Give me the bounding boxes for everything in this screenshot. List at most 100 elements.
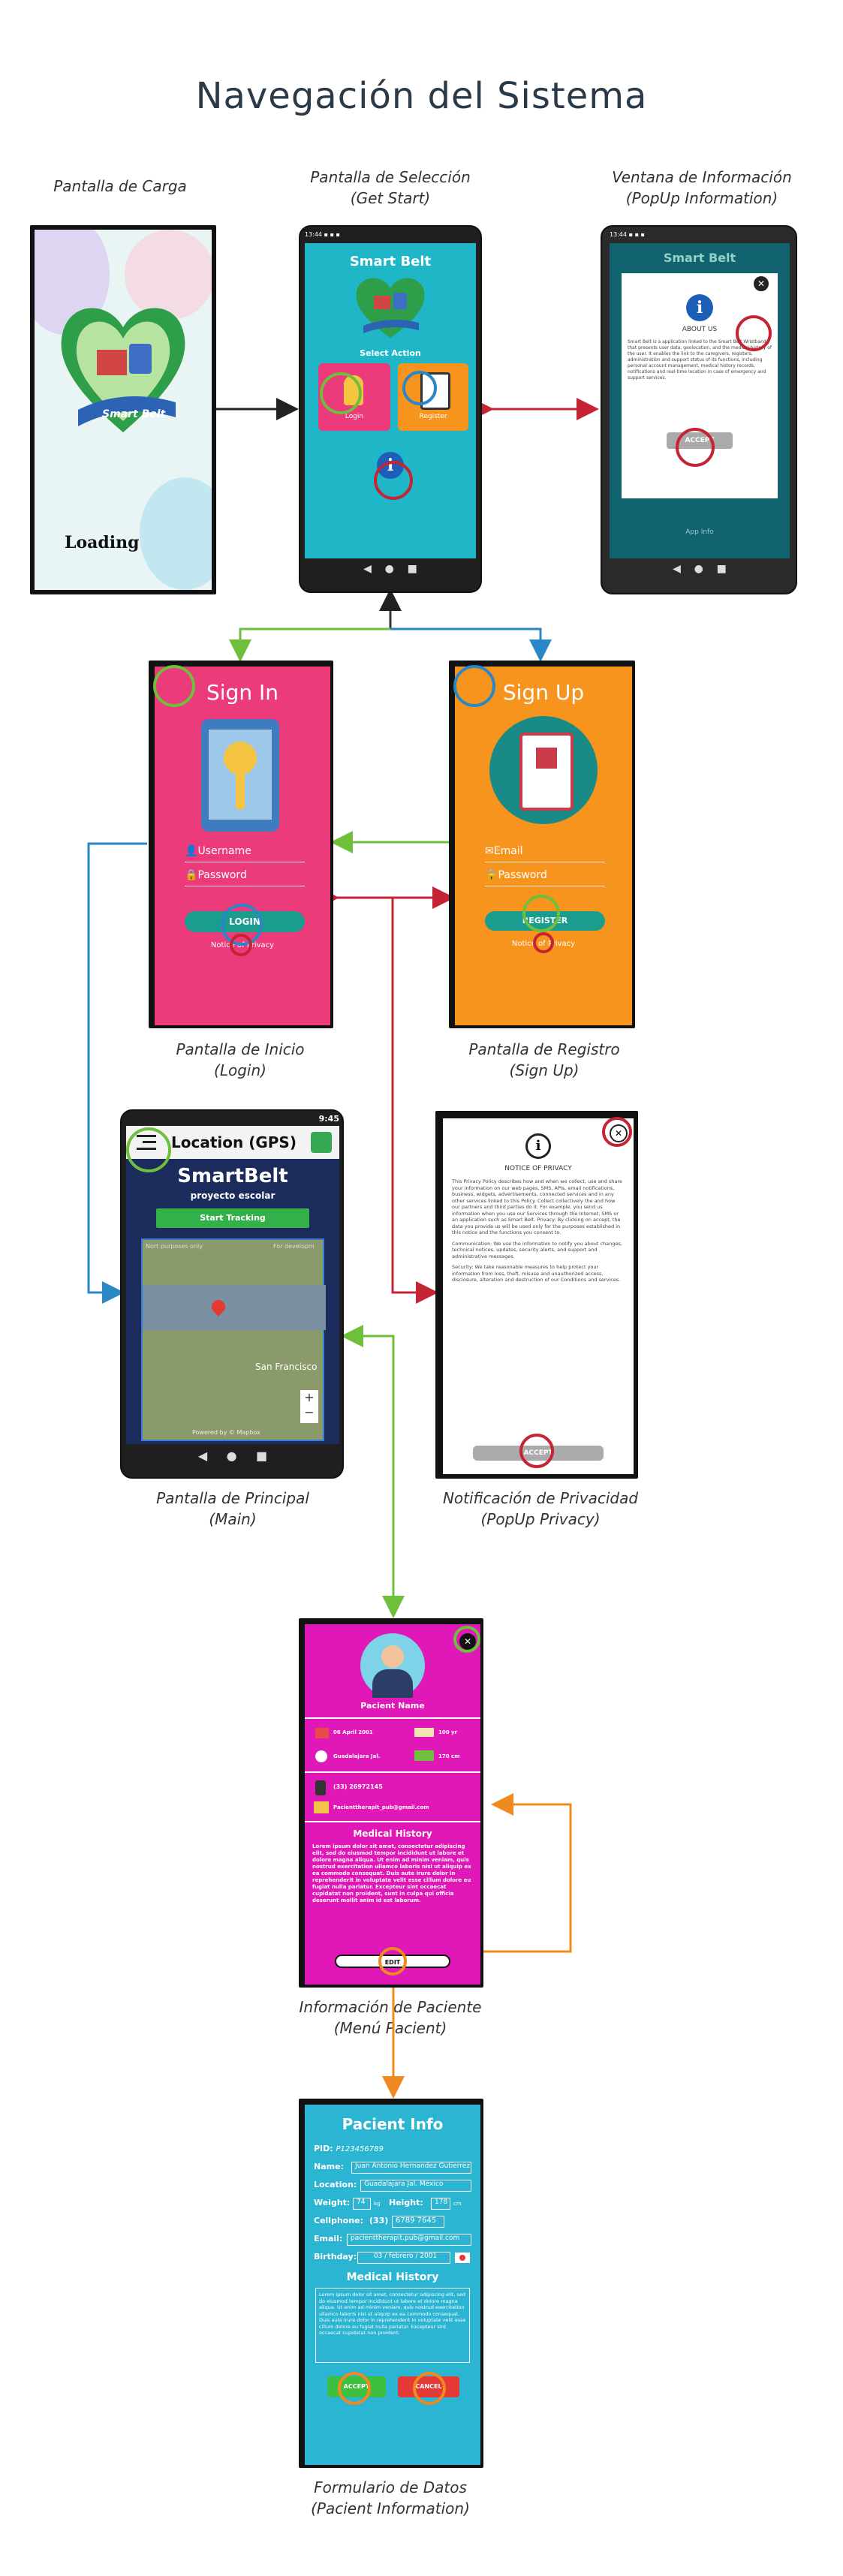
decor-blob bbox=[140, 477, 212, 590]
caption-line: Pantalla de Selección bbox=[310, 168, 471, 186]
weight-input[interactable]: 74 bbox=[353, 2198, 371, 2210]
about-heading: ABOUT US bbox=[682, 326, 718, 333]
signin-title: Sign In bbox=[206, 680, 278, 705]
divider bbox=[305, 1821, 480, 1822]
calendar-icon bbox=[315, 1728, 329, 1738]
form-phone: Pacient Info PID: P123456789 Name: Juan … bbox=[299, 2099, 483, 2468]
powered-text: Powered by bbox=[192, 1429, 227, 1436]
password-field[interactable]: 🔒Password bbox=[185, 869, 305, 886]
caption-line: Pantalla de Registro bbox=[468, 1040, 620, 1058]
password-field[interactable]: 🔒Password bbox=[485, 869, 605, 886]
main-screen: Location (GPS) SmartBelt proyecto escola… bbox=[126, 1126, 339, 1444]
username-field[interactable]: 👤Username bbox=[185, 845, 305, 862]
highlight-cancel bbox=[413, 2372, 446, 2405]
decor-blob bbox=[125, 230, 212, 320]
caption-line: (Menú Pacient) bbox=[333, 2019, 447, 2037]
email-placeholder: Email bbox=[493, 845, 523, 857]
avatar-body bbox=[372, 1669, 413, 1698]
highlight-close bbox=[453, 1626, 480, 1653]
patient-dob: 06 April 2001 bbox=[333, 1729, 373, 1735]
form-title: Pacient Info bbox=[342, 2115, 444, 2133]
height-input[interactable]: 178 bbox=[431, 2198, 450, 2210]
nav-bar: ◀ ● ■ bbox=[197, 1449, 268, 1463]
highlight-register bbox=[402, 371, 437, 405]
patient-phone: ✕ Pacient Name 06 April 2001 100 yr Guad… bbox=[299, 1618, 483, 1988]
cellphone-code: (33) bbox=[369, 2216, 389, 2225]
privacy-body: This Privacy Policy describes how and wh… bbox=[452, 1178, 625, 1449]
caption-line: Ventana de Información bbox=[612, 168, 792, 186]
cellphone-input[interactable]: 6789 7645 bbox=[392, 2216, 444, 2228]
start-tracking-button[interactable]: Start Tracking bbox=[156, 1208, 309, 1228]
location-input[interactable]: Guadalajara Jal. México bbox=[360, 2180, 471, 2192]
status-bar: 13:44 ▪ ▪ ▪ bbox=[305, 231, 340, 238]
signup-phone: Sign Up ✉Email 🔒Password REGISTER Notice… bbox=[449, 661, 635, 1028]
scale-icon bbox=[414, 1750, 434, 1761]
signup-title: Sign Up bbox=[502, 680, 585, 705]
caption-privacy: Notificación de Privacidad(PopUp Privacy… bbox=[420, 1488, 661, 1530]
privacy-paragraph: Communication: We use the information to… bbox=[452, 1240, 622, 1259]
pid-row: PID: P123456789 bbox=[314, 2144, 384, 2153]
height-unit: cm bbox=[453, 2201, 462, 2207]
highlight-menu bbox=[126, 1127, 171, 1172]
caption-main: Pantalla de Principal(Main) bbox=[120, 1488, 345, 1530]
avatar bbox=[360, 1633, 425, 1698]
divider bbox=[305, 1717, 480, 1719]
svg-text:Smart Belt: Smart Belt bbox=[102, 408, 167, 420]
email-field[interactable]: ✉Email bbox=[485, 845, 605, 862]
patient-email: Pacienttherapit_pub@gmail.com bbox=[333, 1804, 429, 1810]
calendar-icon[interactable] bbox=[455, 2252, 470, 2263]
signin-screen: Sign In 👤Username 🔒Password LOGIN Notice… bbox=[155, 667, 330, 1025]
main-phone: 9:45 Location (GPS) SmartBelt proyecto e… bbox=[120, 1109, 344, 1479]
phone-icon bbox=[315, 1780, 326, 1795]
caption-line: (Main) bbox=[209, 1510, 257, 1528]
pid-label: PID: bbox=[314, 2144, 333, 2153]
clipboard-icon bbox=[519, 733, 574, 811]
patient-age: 100 yr bbox=[438, 1729, 458, 1735]
birthday-input[interactable]: 03 / febrero / 2001 bbox=[357, 2252, 450, 2264]
caption-line: Formulario de Datos bbox=[314, 2478, 467, 2496]
info-footer: App Info bbox=[685, 528, 714, 536]
caption-line: (Sign Up) bbox=[509, 1061, 580, 1079]
name-input[interactable]: Juan Antonio Hernandez Gutierrez bbox=[351, 2162, 471, 2174]
email-input[interactable]: pacienttherapit.pub@gmail.com bbox=[347, 2234, 471, 2246]
smart-belt-logo: Smart Belt bbox=[61, 308, 185, 432]
about-body: Smart Belt is a application linked to th… bbox=[628, 339, 772, 381]
caption-text: Pantalla de Carga bbox=[53, 177, 187, 195]
select-app-title: Smart Belt bbox=[349, 254, 432, 269]
highlight-accept bbox=[519, 1434, 554, 1468]
history-input[interactable]: Lorem ipsum dolor sit amet, consectetur … bbox=[315, 2288, 470, 2363]
avatar-face bbox=[381, 1645, 404, 1668]
name-label: Name: bbox=[314, 2162, 344, 2171]
map-water bbox=[143, 1285, 326, 1330]
caption-line: (PopUp Information) bbox=[625, 189, 778, 207]
highlight-accept bbox=[676, 428, 715, 467]
caption-line: Pantalla de Inicio bbox=[176, 1040, 305, 1058]
loading-text: Loading bbox=[65, 533, 140, 552]
calendar-dot bbox=[459, 2255, 465, 2261]
highlight-close bbox=[602, 1117, 632, 1147]
info-phone: 13:44 ▪ ▪ ▪ Smart Belt ✕ i ABOUT US Smar… bbox=[601, 225, 797, 594]
caption-line: Notificación de Privacidad bbox=[442, 1489, 639, 1507]
form-screen: Pacient Info PID: P123456789 Name: Juan … bbox=[305, 2105, 480, 2465]
maps-icon[interactable] bbox=[311, 1132, 332, 1153]
privacy-phone: ✕ i NOTICE OF PRIVACY This Privacy Polic… bbox=[435, 1111, 638, 1479]
loading-screen: Smart Belt Loading bbox=[35, 230, 212, 590]
caption-patient: Información de Paciente (Menú Pacient) bbox=[278, 1997, 503, 2039]
signin-phone: Sign In 👤Username 🔒Password LOGIN Notice… bbox=[149, 661, 333, 1028]
medical-cross-icon bbox=[536, 748, 557, 769]
map-view[interactable]: Nort purposes only For developm San Fran… bbox=[141, 1238, 326, 1441]
arrow-select-login bbox=[229, 627, 390, 662]
caption-line: (Pacient Information) bbox=[311, 2499, 470, 2517]
highlight-back bbox=[153, 665, 195, 707]
password-placeholder: Password bbox=[498, 869, 547, 881]
phone-key-illustration bbox=[201, 719, 279, 832]
highlight-info bbox=[374, 461, 413, 500]
pid-value: P123456789 bbox=[336, 2145, 384, 2153]
caption-line: Información de Paciente bbox=[299, 1998, 482, 2016]
close-icon[interactable]: ✕ bbox=[754, 276, 769, 291]
zoom-controls[interactable]: +− bbox=[300, 1390, 318, 1423]
register-option-label: Register bbox=[419, 413, 447, 420]
info-screen: Smart Belt ✕ i ABOUT US Smart Belt is a … bbox=[610, 243, 790, 558]
main-title: Location (GPS) bbox=[171, 1133, 297, 1151]
